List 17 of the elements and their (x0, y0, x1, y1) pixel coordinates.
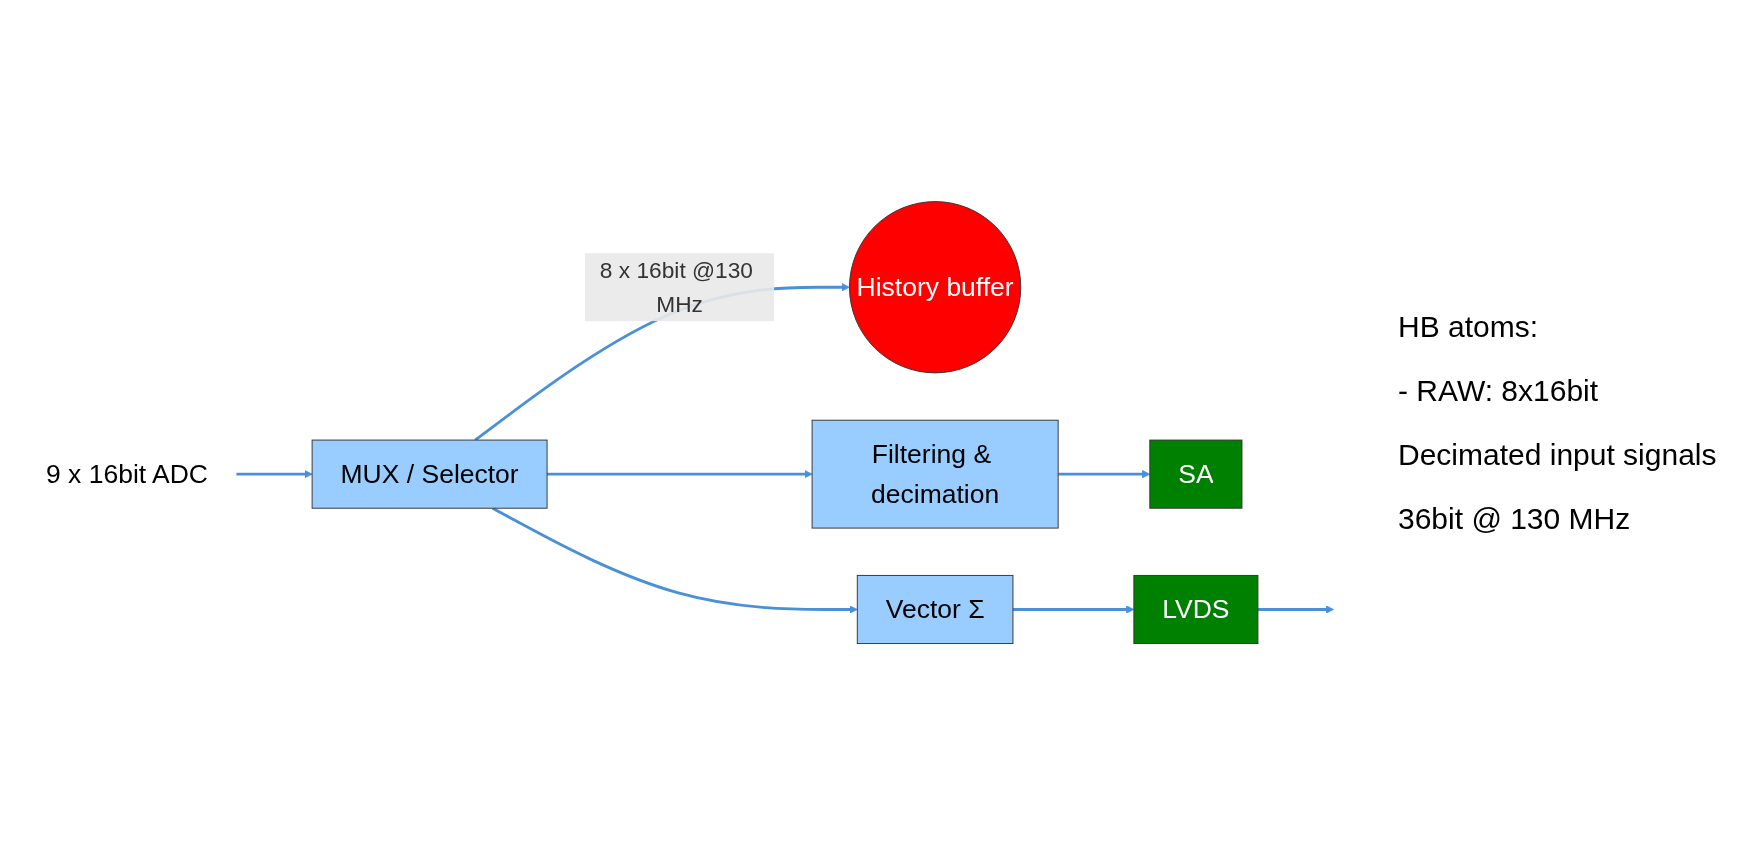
note-text: HB atoms: (1398, 309, 1540, 344)
node-circle: History buffer (849, 201, 1022, 374)
node-box: MUX / Selector (311, 439, 548, 509)
arrow (1257, 605, 1334, 614)
arrow (547, 469, 813, 479)
arrow (1058, 469, 1151, 479)
arrow (1012, 605, 1135, 614)
edge-label: 8 x 16bit @130 MHz (599, 256, 754, 317)
arrow (236, 469, 313, 479)
note-text: Decimated input signals (1398, 437, 1718, 472)
node-box: LVDS (1133, 574, 1259, 644)
node-box: SA (1149, 439, 1243, 509)
note-text: 36bit @ 130 MHz (1398, 501, 1632, 536)
node-box: Vector Σ (856, 574, 1014, 644)
node-text: 9 x 16bit ADC (45, 458, 208, 489)
note-text: - RAW: 8x16bit (1398, 373, 1600, 408)
node-box: Filtering & decimation (811, 419, 1059, 529)
